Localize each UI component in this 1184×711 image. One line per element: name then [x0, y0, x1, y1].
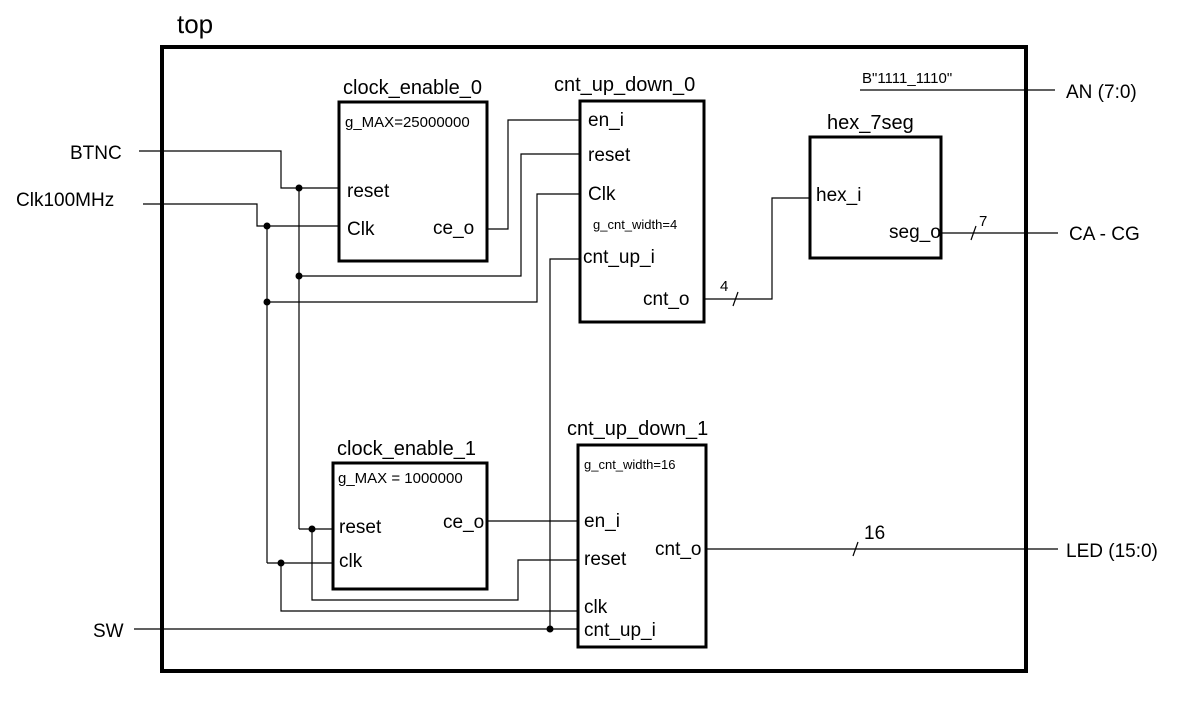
block-cnt-up-down-1: cnt_up_down_1 g_cnt_width=16 en_i reset …: [567, 418, 708, 649]
top-entity-title: top: [177, 9, 213, 39]
block-param: g_cnt_width=16: [584, 457, 675, 472]
junction-dot: [295, 184, 303, 192]
port-en-i: en_i: [588, 110, 624, 131]
junction-dot: [263, 298, 271, 306]
port-cnt-up-i: cnt_up_i: [583, 247, 655, 268]
bus-mark-4: [732, 291, 739, 307]
block-hex-7seg: hex_7seg hex_i seg_o: [808, 112, 943, 260]
signal-btnc: BTNC: [70, 143, 122, 164]
wire-clk-to-cnt0: [267, 193, 580, 303]
top-entity-frame: [160, 45, 1028, 673]
block-frame: [331, 461, 489, 591]
signal-an: AN (7:0): [1066, 82, 1137, 103]
wire-ce0-to-cnt0-en: [487, 119, 580, 230]
junction-dot: [295, 272, 303, 280]
bus-mark-7: [970, 225, 977, 241]
signal-clk100mhz: Clk100MHz: [16, 190, 114, 211]
block-title: cnt_up_down_0: [554, 74, 695, 96]
port-hex-i: hex_i: [816, 185, 861, 206]
block-clock-enable-1: clock_enable_1 g_MAX = 1000000 reset clk…: [331, 438, 489, 591]
port-seg-o: seg_o: [889, 222, 941, 243]
block-title: clock_enable_0: [343, 77, 482, 99]
port-clk: clk: [584, 597, 608, 618]
signal-led: LED (15:0): [1066, 541, 1158, 562]
wires: [134, 89, 1058, 630]
junction-dot: [277, 559, 285, 567]
wire-btnc: [139, 150, 338, 189]
wire-reset-to-cnt1: [311, 529, 578, 601]
wire-clk: [143, 203, 338, 227]
block-frame: [576, 443, 708, 649]
block-title: clock_enable_1: [337, 438, 476, 460]
signal-sw: SW: [93, 621, 124, 642]
junction-dot: [308, 525, 316, 533]
bus-width-4: 4: [720, 278, 728, 295]
block-title: hex_7seg: [827, 112, 914, 134]
block-frame: [808, 135, 943, 260]
junction-dot: [263, 222, 271, 230]
signal-ca-cg: CA - CG: [1069, 224, 1140, 245]
port-clk: Clk: [588, 184, 616, 205]
block-param: g_MAX=25000000: [345, 114, 470, 131]
bus-width-7: 7: [979, 213, 987, 230]
port-cnt-o: cnt_o: [643, 289, 689, 310]
block-param: g_MAX = 1000000: [338, 470, 463, 487]
an-constant: B"1111_1110": [862, 70, 952, 87]
port-clk: Clk: [347, 219, 375, 240]
port-reset: reset: [584, 549, 627, 570]
port-clk: clk: [339, 551, 363, 572]
port-en-i: en_i: [584, 511, 620, 532]
wire-sw-to-cnt0: [549, 258, 580, 629]
block-frame: [578, 99, 706, 324]
junctions: [263, 184, 554, 633]
port-ce-o: ce_o: [433, 218, 474, 239]
port-reset: reset: [347, 181, 390, 202]
port-reset: reset: [588, 145, 631, 166]
port-ce-o: ce_o: [443, 512, 484, 533]
block-param: g_cnt_width=4: [593, 217, 677, 232]
wire-cnt0-to-hex: [704, 197, 810, 300]
port-cnt-up-i: cnt_up_i: [584, 620, 656, 641]
block-title: cnt_up_down_1: [567, 418, 708, 440]
bus-width-16: 16: [864, 523, 885, 544]
block-clock-enable-0: clock_enable_0 g_MAX=25000000 reset Clk …: [337, 77, 489, 263]
wire-reset-to-cnt0: [299, 153, 580, 277]
bus-mark-16: [852, 541, 859, 557]
block-cnt-up-down-0: cnt_up_down_0 en_i reset Clk g_cnt_width…: [554, 74, 706, 324]
port-reset: reset: [339, 517, 382, 538]
wire-clk-to-cnt1: [280, 563, 578, 612]
junction-dot: [546, 625, 554, 633]
port-cnt-o: cnt_o: [655, 539, 701, 560]
block-frame: [337, 100, 489, 263]
